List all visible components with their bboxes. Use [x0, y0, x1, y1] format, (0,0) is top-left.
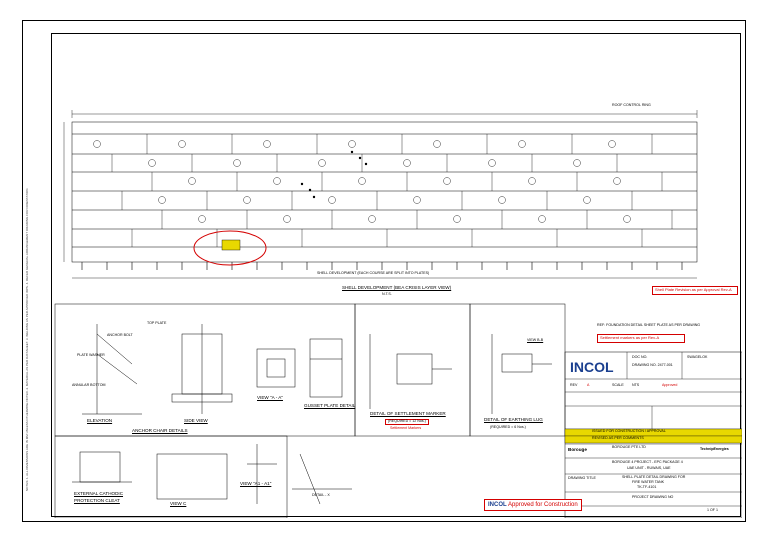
view-c-label: VIEW C — [170, 501, 187, 506]
settlement-label: DETAIL OF SETTLEMENT MARKER — [370, 411, 446, 416]
rev-value: A — [587, 383, 590, 387]
approved-stamp-text: Approved for Construction — [508, 502, 578, 508]
anchor-chair-label: ANCHOR CHAIR DETAILS — [132, 428, 188, 433]
detail-x-label: DETAIL - X — [312, 493, 330, 497]
ref-box: REF: FOUNDATION DETAIL SHEET PLATE AS PE… — [597, 323, 701, 327]
incol-stamp-logo: INCOL — [488, 502, 507, 508]
drawing-title-2: FIRE WATER TANK — [632, 480, 665, 484]
scale-value: NTS — [632, 383, 640, 387]
view-a1-label: VIEW "A1 - A1" — [240, 481, 272, 486]
settlement-red-note: Settlement Markers — [390, 426, 422, 430]
elevation-label: ELEVATION — [87, 418, 113, 423]
annular-bottom-label: ANNULAR BOTTOM — [72, 383, 106, 387]
drawing-frame: SHELL DEVELOPMENT (EACH COURSE ARE SPLIT… — [51, 33, 742, 518]
side-notes: NOTES: 1. ALL DIMENSIONS ARE IN MM UNLES… — [25, 187, 29, 491]
status-row-2: REVISED AS PER COMMENTS — [592, 436, 644, 440]
sheet-number: 1 OF 1 — [707, 508, 718, 512]
rev-label: REV — [570, 383, 578, 387]
project-line-2: UAE UNIT - RUWAIS, UAE — [627, 466, 671, 470]
drawing-title-label: DRAWING TITLE — [568, 476, 596, 480]
shell-development-title: SHELL DEVELOPMENT (BEA CRISIS LAYER VIEW… — [342, 285, 452, 290]
project-line-1: BOROUGE 4 PROJECT - EPC PACKAGE 4 — [612, 460, 683, 464]
scale-label: SCALE — [612, 383, 624, 387]
view-b-label: VIEW B-B — [527, 338, 544, 342]
view-a-label: VIEW "A - A" — [257, 395, 283, 400]
cathodic-label-2: PROTECTION CLEAT — [74, 498, 120, 503]
settlement-req: (REQUIRED = 12 Nos.) — [385, 419, 429, 425]
client-banner: BOROUGE PTE LTD — [612, 445, 646, 449]
borouge-logo: Borouge — [568, 447, 587, 452]
drawing-sheet: NOTES: 1. ALL DIMENSIONS ARE IN MM UNLES… — [22, 20, 746, 522]
red-note-right: Shell Plate Revision as per Approval Rev… — [652, 286, 738, 295]
approved-stamp: INCOL Approved for Construction — [484, 499, 582, 511]
incol-logo: INCOL — [570, 359, 614, 375]
earthing-label: DETAIL OF EARTHING LUG — [484, 417, 543, 422]
gusset-label: GUSSET PLATE DETAIL — [304, 403, 356, 408]
earthing-req: (REQUIRED = 6 Nos.) — [490, 425, 526, 429]
drawing-title-1: SHELL PLATE DETAIL DRAWING FOR — [622, 475, 686, 479]
red-note-title: Settlement markers as per Rev-A — [597, 334, 685, 343]
shell-development-caption: SHELL DEVELOPMENT (EACH COURSE ARE SPLIT… — [317, 271, 430, 275]
top-plate-label: TOP PLATE — [147, 321, 167, 325]
status-row-1: ISSUED FOR CONSTRUCTION / APPROVAL — [592, 429, 666, 433]
status-red: Approved — [662, 383, 678, 387]
technip-logo: TechnipEnergies — [700, 447, 729, 451]
doc-no-label: DOC NO. — [632, 355, 648, 359]
cathodic-label: EXTERNAL CATHODIC — [74, 491, 124, 496]
plate-washer-label: PLATE WASHER — [77, 353, 105, 357]
client-right: SWAGELOK — [687, 355, 708, 359]
shell-development-scale: N.T.S. — [382, 292, 392, 296]
shell-development-drawing — [54, 110, 742, 518]
doc-no: DRAWING NO. 2477-001 — [632, 363, 673, 367]
drawing-title-3: TK-TF-4101 — [637, 485, 657, 489]
side-view-label: SIDE VIEW — [184, 418, 208, 423]
anchor-bolt-label: ANCHOR BOLT — [107, 333, 133, 337]
doc-ref: PROJECT DRAWING NO — [632, 495, 674, 499]
roof-note: ROOF CONTROL RING — [612, 103, 651, 107]
